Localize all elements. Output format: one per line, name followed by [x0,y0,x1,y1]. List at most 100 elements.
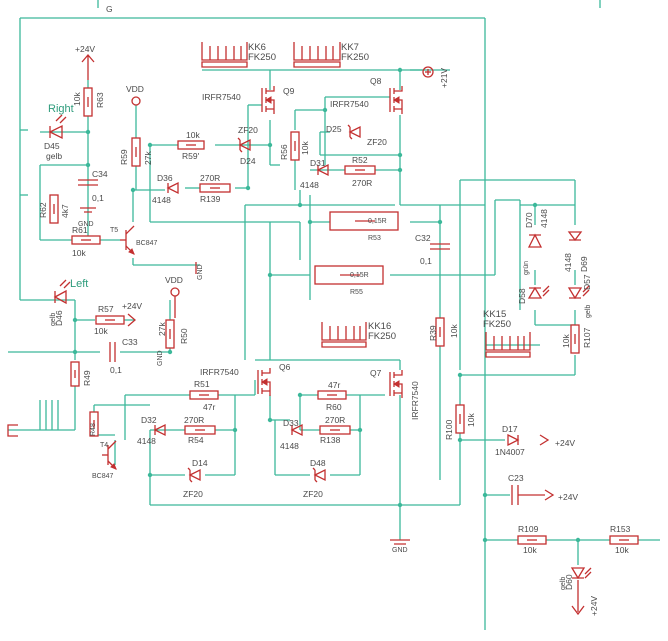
r153-name: R153 [610,524,631,534]
d46-value: gelb [50,313,57,326]
r53-value: 0,15R [368,218,387,225]
c33-value: 0,1 [110,365,122,375]
d45-name: D45 [44,141,60,151]
r59b-name: R59' [182,151,200,161]
transistor-t5-type: BC847 [136,240,158,247]
c32-value: 0,1 [420,256,432,266]
r63-value: 10k [72,92,82,106]
c23-name: C23 [508,473,524,483]
r139-value: 270R [200,173,220,183]
d25-name: D25 [326,124,342,134]
d69-value: 4148 [563,253,573,272]
r53-name: R53 [368,235,381,242]
mosfet-q6-type: IRFR7540 [200,367,239,377]
plus24-c23-label: +24V [558,492,578,502]
heatsink-kk6: KK6 FK250 [201,42,276,68]
d60-name: D60 [564,574,574,590]
r59b-value: 10k [186,130,200,140]
d70-value: 4148 [539,209,549,228]
d57-name: D57 [582,274,592,290]
r57-value: 10k [94,326,108,336]
r50-name: R50 [179,328,189,344]
capacitors: C34 0,1 C32 0,1 C33 0,1 C23 [78,169,524,505]
d33-value: 4148 [280,441,299,451]
mosfet-q9-name: Q9 [283,86,295,96]
d25-value: ZF20 [367,137,387,147]
heatsink-kk6-type: FK250 [248,52,276,63]
d24-name: D24 [240,156,256,166]
mosfet-q8-name: Q8 [370,76,382,86]
d33-name: D33 [283,418,299,428]
r61-value: 10k [72,248,86,258]
plus24-mid-label: +24V [122,301,142,311]
r153-value: 10k [615,545,629,555]
r59-value: 27k [143,151,153,165]
d17-value: 1N4007 [495,447,525,457]
r62-name: R62 [38,202,48,218]
r109-name: R109 [518,524,539,534]
d32-value: 4148 [137,436,156,446]
r39-value: 10k [449,324,459,338]
r107-name: R107 [582,327,592,348]
gnd-c34-label: GND [78,221,94,228]
plus21-label: +21V [439,68,449,88]
plus24-d17-label: +24V [555,438,575,448]
c33-name: C33 [122,337,138,347]
gnd-bottom-label: GND [392,547,408,554]
r61-name: R61 [72,225,88,235]
heatsink-kk16-name: KK16 [368,321,391,332]
r51-name: R51 [194,379,210,389]
r63-name: R63 [95,92,105,108]
r54-value: 270R [184,415,204,425]
plus24-top-label: +24V [75,44,95,54]
r56-name: R56 [279,144,289,160]
heatsink-kk15: KK15 FK250 [483,309,531,358]
r60-name: R60 [326,402,342,412]
mosfet-q7: Q7 IRFR7540 [370,368,420,420]
r55-name: R55 [350,289,363,296]
d70-name: D70 [524,212,534,228]
r49-name: R49 [82,370,92,386]
heatsink-kk6-name: KK6 [248,42,266,53]
heatsink-kk7-type: FK250 [341,52,369,63]
d32-name: D32 [141,415,157,425]
d46-name: D46 [54,310,64,326]
wires [8,0,660,630]
vdd2-label: VDD [165,275,183,285]
r52-value: 270R [352,178,372,188]
r138-value: 270R [325,415,345,425]
d14-value: ZF20 [183,489,203,499]
mosfet-q6-name: Q6 [279,362,291,372]
gnd-c33-label: GND [157,350,164,366]
r109-value: 10k [523,545,537,555]
r51-value: 47r [203,402,215,412]
r48-name: R48 [90,423,97,436]
top-fragment-label: G [106,4,113,14]
d58-name: D58 [517,288,527,304]
r52-name: R52 [352,155,368,165]
transistor-t5-name: T5 [110,227,118,234]
d17-name: D17 [502,424,518,434]
heatsink-kk7-name: KK7 [341,42,359,53]
c34-name: C34 [92,169,108,179]
d36-name: D36 [157,173,173,183]
r59-name: R59 [119,149,129,165]
r62-value: 4k7 [60,204,70,218]
d60-value: gelb [560,577,567,590]
d57-value: gelb [585,305,592,318]
vdd1-label: VDD [126,84,144,94]
r57-name: R57 [98,304,114,314]
diodes: D45 gelb D36 4148 ZF20 D24 D31 4148 D25 … [44,114,592,590]
d48-name: D48 [310,458,326,468]
r39-name: R39 [428,325,438,341]
heatsink-kk15-name: KK15 [483,309,506,320]
r100-name: R100 [444,419,454,440]
c34-value: 0,1 [92,193,104,203]
transistor-t4: T4 BC847 [92,440,117,480]
resistors-vertical: 10k R63 R59 27k R56 10k R62 4k7 27k R50 … [38,87,592,440]
mosfet-q8: Q8 IRFR7540 [330,76,403,114]
r50-value: 27k [157,322,167,336]
heatsink-kk7: KK7 FK250 [293,42,369,68]
plus24-bottom-label: +24V [589,596,599,616]
